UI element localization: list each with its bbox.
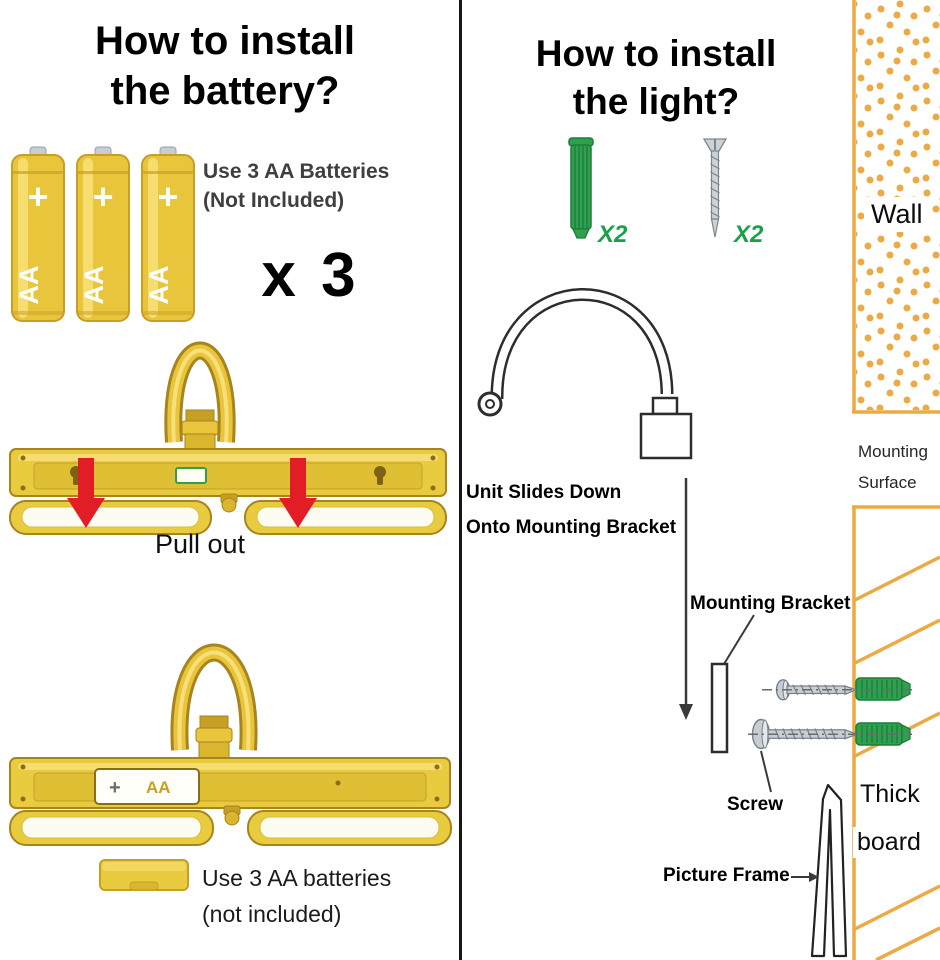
center-knob [223, 805, 241, 826]
plate-screws [20, 764, 440, 802]
battery-bottom-note-line1: Use 3 AA batteries [202, 865, 392, 891]
plate-screws [20, 455, 436, 491]
battery-cover-icon [99, 859, 189, 891]
mounting-surface-label-line2: Surface [858, 473, 917, 493]
mounting-bracket-label: Mounting Bracket [690, 593, 851, 614]
gold-arch-arm [170, 643, 258, 751]
screw-axis-lines [748, 689, 912, 735]
screw-label: Screw [727, 794, 783, 815]
slide-down-caption-line1: Unit Slides Down [466, 482, 622, 503]
wall-hatch-marks [852, 555, 940, 960]
battery-aa-mark: AA [144, 266, 174, 305]
battery-indicator-window [175, 467, 207, 484]
battery-plus-mark: + [157, 176, 178, 217]
battery-plus-mark: + [92, 176, 113, 217]
arm-collar [195, 715, 233, 759]
wall-anchor-top-drawing [855, 677, 911, 701]
pull-out-caption: Pull out [154, 529, 246, 559]
light-panel-title: How to install the light? [482, 30, 830, 126]
picture-light-closed-illustration [9, 341, 447, 535]
screw-quantity: X2 [734, 221, 764, 248]
back-plate [9, 448, 447, 497]
wall-label: Wall [864, 197, 930, 232]
battery-plus-mark: + [27, 176, 48, 217]
panel-divider [459, 0, 462, 960]
battery-panel-title-line1: How to install [95, 19, 355, 63]
battery-panel-title: How to install the battery? [15, 16, 435, 117]
battery-bottom-note: Use 3 AA batteries (not included) [202, 861, 391, 932]
arm-collar [181, 409, 219, 451]
battery-panel-title-line2: the battery? [110, 69, 340, 114]
battery-count-note-line1: Use 3 AA Batteries [203, 160, 390, 183]
screw-pointer-line [760, 750, 772, 793]
back-plate: + AA [9, 757, 451, 809]
picture-frame-drawing [791, 783, 848, 958]
gold-arch-arm [164, 341, 236, 443]
slide-down-caption-line2: Onto Mounting Bracket [466, 516, 677, 538]
center-knob [220, 493, 238, 513]
battery-multiplier: x 3 [261, 241, 360, 310]
anchor-quantity: X2 [598, 221, 628, 248]
light-arm-drawing [477, 288, 693, 460]
battery-count-note: Use 3 AA Batteries (Not Included) [203, 158, 389, 216]
battery-count-note-line2: (Not Included) [203, 188, 345, 212]
aa-battery-icon: + AA [76, 146, 130, 322]
mounting-surface-label: Mounting Surface [858, 436, 928, 499]
mounting-surface-label-line1: Mounting [858, 442, 928, 461]
battery-aa-mark: AA [79, 266, 109, 305]
thick-board-label-line2: board [853, 827, 925, 858]
picture-frame-label: Picture Frame [663, 865, 790, 886]
screw-icon [702, 138, 728, 238]
open-battery-compartment: + AA [94, 768, 200, 805]
slide-down-arrow [679, 478, 693, 720]
pull-down-arrow-icon [67, 458, 317, 528]
wall-anchor-icon [568, 137, 594, 239]
compartment-plus-mark: + [109, 777, 121, 799]
compartment-aa-mark: AA [146, 778, 171, 797]
aa-battery-icon: + AA [141, 146, 195, 322]
aa-battery-icon: + AA [11, 146, 65, 322]
battery-aa-mark: AA [14, 266, 44, 305]
lamp-heads [9, 810, 452, 846]
mounting-bracket-drawing [710, 614, 755, 754]
light-panel-title-line1: How to install [535, 33, 777, 74]
thick-board-label-line1: Thick [856, 779, 924, 810]
battery-bottom-note-line2: (not included) [202, 900, 342, 927]
slide-down-caption: Unit Slides Down Onto Mounting Bracket [466, 476, 676, 545]
light-panel-title-line2: the light? [572, 81, 740, 123]
picture-light-open-illustration: + AA [9, 643, 452, 846]
